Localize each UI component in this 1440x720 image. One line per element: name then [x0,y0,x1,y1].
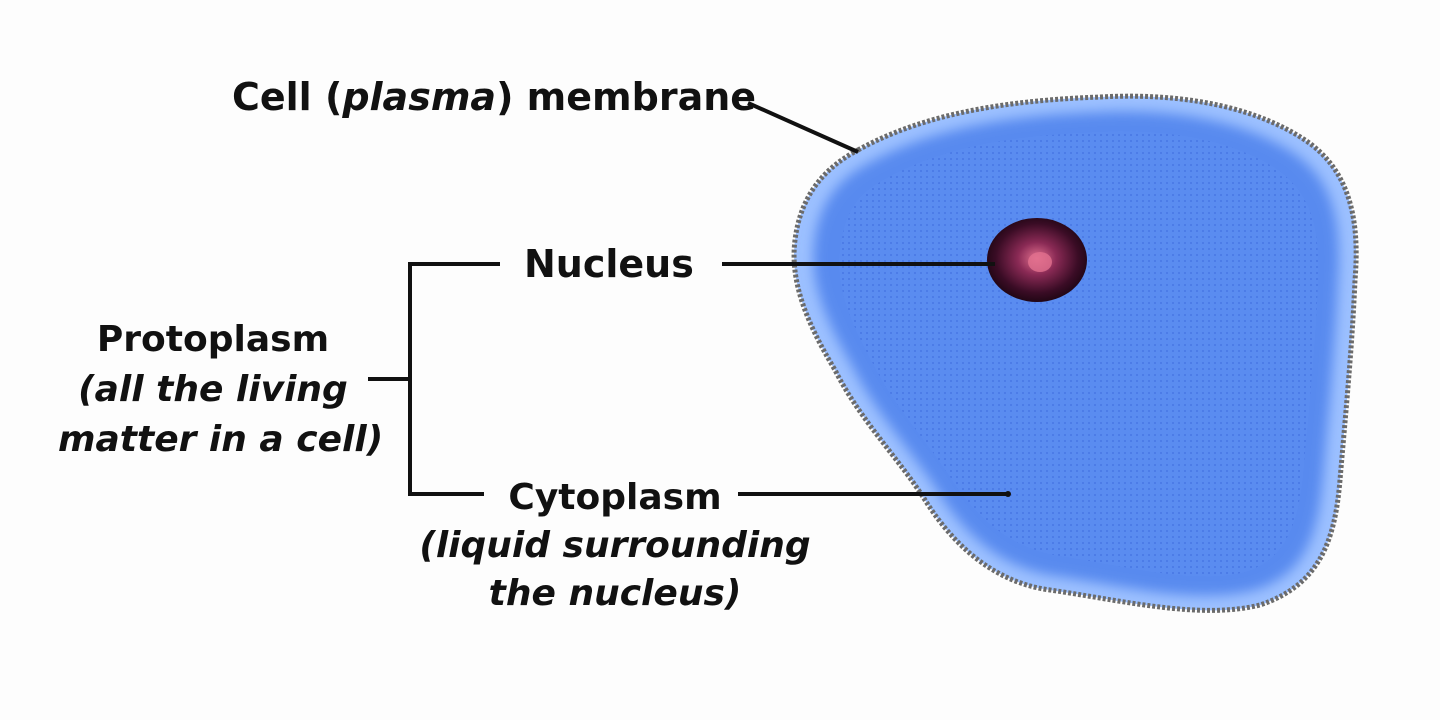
cytoplasm-description-line-2: the nucleus) [488,573,742,614]
cytoplasm-description-line-1: (liquid surrounding [419,525,811,566]
cytoplasm-label: Cytoplasm (liquid surrounding the nucleu… [415,474,815,618]
protoplasm-title: Protoplasm [96,319,330,360]
nucleus-label: Nucleus [524,242,694,286]
cell-membrane-label: Cell (plasma) membrane [232,75,757,119]
protoplasm-description-line-1: (all the living [78,369,348,410]
protoplasm-description-line-2: matter in a cell) [58,419,384,460]
cytoplasm-title: Cytoplasm [508,477,722,518]
protoplasm-bracket [368,262,500,496]
membrane-leader-line [747,101,859,154]
protoplasm-label: Protoplasm (all the living matter in a c… [58,315,384,465]
